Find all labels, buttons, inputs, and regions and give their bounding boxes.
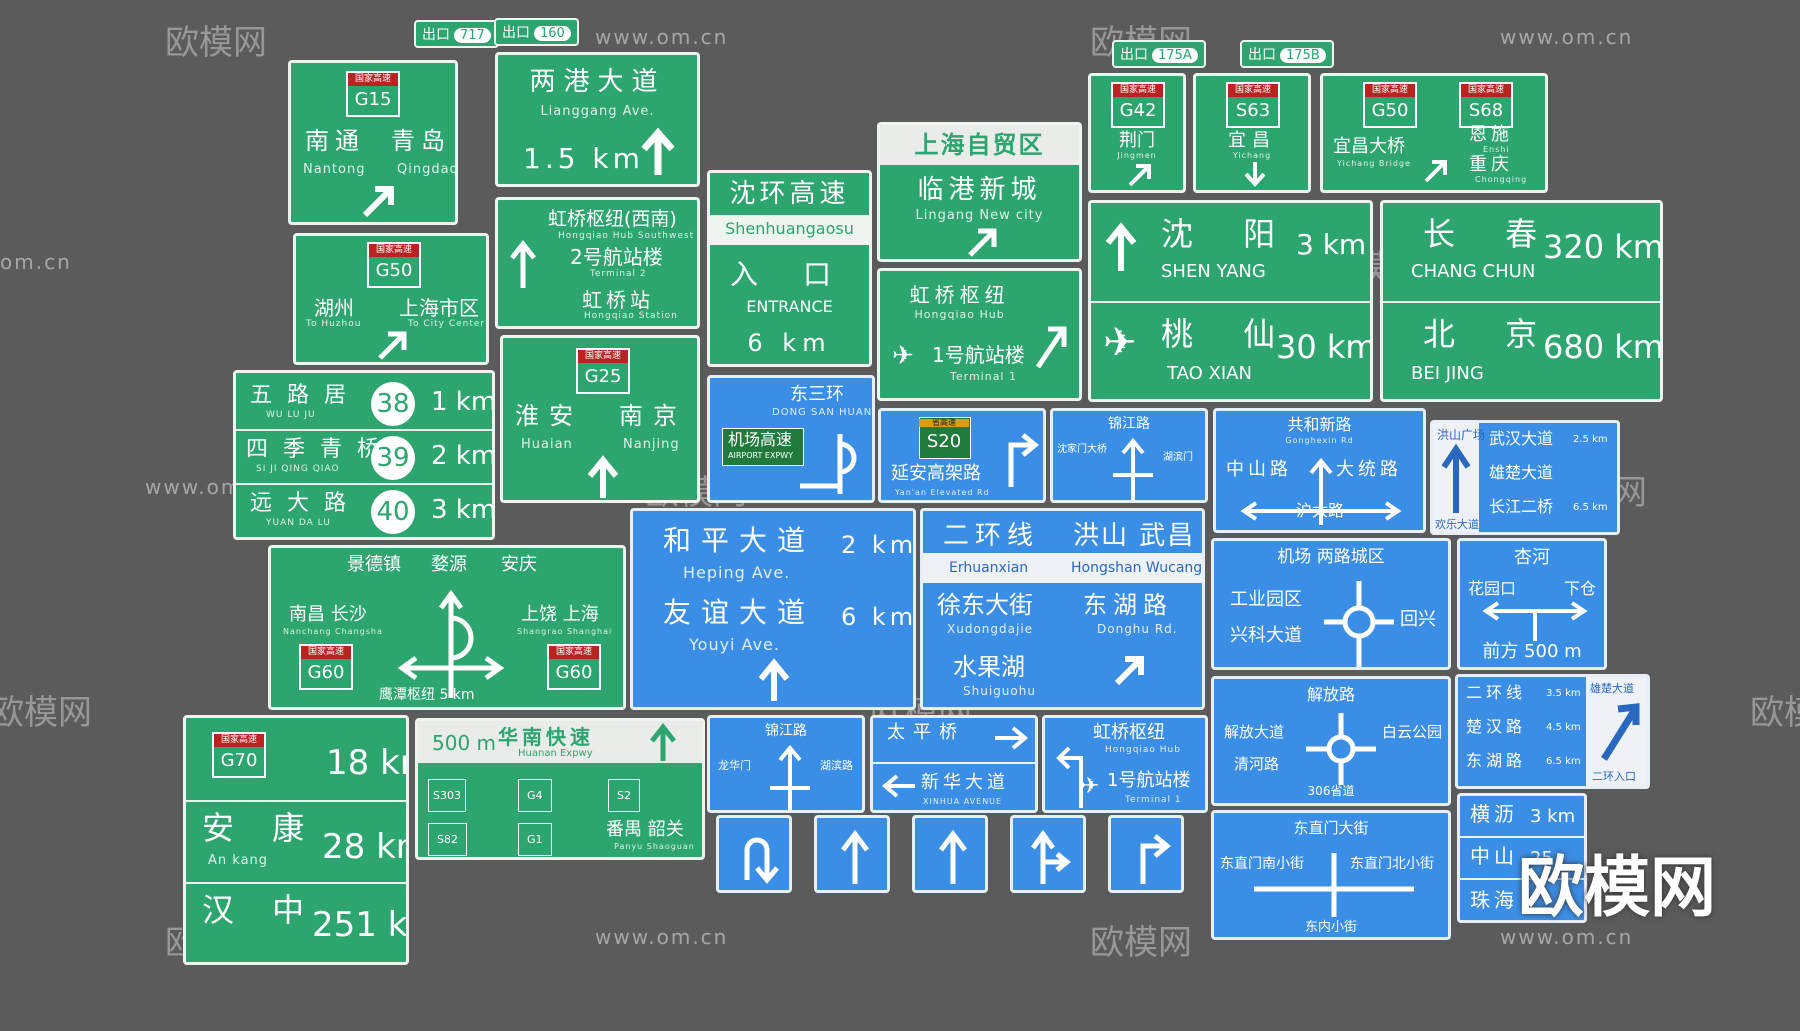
- arrow-up-right-icon: [1114, 656, 1144, 686]
- sign-hongqiao-hub-terminal1: 虹桥枢纽 Hongqiao Hub 1号航站楼 Terminal 1 ✈: [877, 268, 1082, 401]
- sign-erhuan-entrance-list: 二环线 3.5 km 楚汉路 4.5 km 东湖路 6.5 km 雄楚大道 二环…: [1455, 674, 1650, 789]
- watermark-logo: 欧模网: [1090, 923, 1192, 963]
- lane-sign-straight: [912, 815, 988, 893]
- t-junction-icon: [1254, 853, 1414, 917]
- watermark-big-logo: 欧模网: [1518, 849, 1716, 926]
- arrow-right-icon: [995, 726, 1029, 750]
- arrow-up-icon: [1105, 222, 1137, 271]
- interchange-arrow-icon: [800, 434, 857, 494]
- roundabout-icon: [1324, 581, 1394, 667]
- arrow-up-right-icon: [1128, 164, 1151, 187]
- sign-shenhuan-expressway-entrance: 沈环高速 Shenhuangaosu 入 口 ENTRANCE 6 km: [707, 170, 872, 367]
- arrow-up-right-icon: [1424, 160, 1447, 183]
- sign-jiefang-roundabout: 解放路 解放大道 清河路 白云公园 306省道: [1211, 676, 1451, 806]
- sign-gonghexin-road-diagram: 共和新路 Gonghexin Rd 中山路 大统路 沪太路: [1213, 408, 1426, 533]
- arrow-down-icon: [1244, 162, 1266, 187]
- sign-shanghai-ftz-lingang: 上海自贸区 临港新城 Lingang New city: [877, 122, 1082, 262]
- sign-changchun-beijing: 长 春 320 km CHANG CHUN 北 京 680 km BEI JIN…: [1380, 200, 1663, 402]
- arrow-up-right-icon: [378, 331, 407, 360]
- junction-arrow-icon: [770, 744, 810, 810]
- watermark-url: om.cn: [0, 250, 72, 274]
- watermark-logo: 欧模网: [0, 693, 92, 733]
- arrow-up-icon: [1441, 443, 1471, 513]
- junction-arrow-icon: [1113, 437, 1153, 500]
- watermark-logo: 欧模网: [165, 23, 267, 63]
- roundabout-icon: [1306, 713, 1376, 785]
- sign-huanan-expressway: 500 m 华南快速 Huanan Expwy S303 G4 S2 S82 G…: [415, 718, 705, 860]
- sign-dongzhimen-junction: 东直门大街 东直门南小街 东直门北小街 东内小街: [1211, 810, 1451, 940]
- arrow-up-right-icon: [362, 186, 394, 218]
- lane-sign-u-turn: [716, 815, 792, 893]
- arrow-up-icon: [641, 127, 675, 175]
- watermark-url: www.om.cn: [1500, 925, 1634, 949]
- sign-erhuan-hongshan-wuchang: 二环线 洪山 武昌 Erhuanxian Hongshan Wucang 徐东大…: [920, 508, 1205, 710]
- watermark-url: www.om.cn: [595, 25, 729, 49]
- sign-g60-yingtan-hub: 景德镇 婺源 安庆 南昌 长沙 Nanchang Changsha 上饶 上海 …: [268, 545, 626, 710]
- sign-shenyang-taoxian: 沈 阳 3 km SHEN YANG ✈ 桃 仙 30 km TAO XIAN: [1088, 200, 1373, 402]
- arrow-up-icon: [758, 658, 790, 701]
- sign-hongqiao-hub-southwest: 虹桥枢纽(西南) Hongqiao Hub Southwest 2号航站楼 Te…: [495, 197, 700, 329]
- u-turn-arrow-icon: [744, 837, 779, 884]
- lane-sign-straight-right: [1010, 815, 1086, 893]
- arrow-up-icon: [650, 722, 676, 761]
- sign-dongsanhuan-airport: 东三环 DONG SAN HUAN 机场高速 AIRPORT EXPWY: [707, 375, 875, 503]
- airplane-icon: ✈: [1081, 774, 1100, 799]
- sign-exit-list: 五 路 居 WU LU JU 38 1 km 四 季 青 桥 SI JI QIN…: [233, 370, 495, 540]
- airplane-icon: ✈: [1103, 320, 1137, 366]
- arrow-up-icon: [939, 829, 967, 884]
- cross-junction-arrow-icon: [1240, 457, 1402, 525]
- sign-lianggang-ave: 两港大道 Lianggang Ave. 1.5 km: [495, 52, 700, 187]
- arrow-up-right-icon: [1601, 703, 1640, 761]
- sign-hengli-zhongshan-zhuhai: 横沥 3 km 中山 25 珠海: [1457, 793, 1587, 923]
- sign-heping-youyi-ave: 和平大道 2 km Heping Ave. 友谊大道 6 km Youyi Av…: [630, 508, 916, 710]
- watermark-url: www.om.cn: [595, 925, 729, 949]
- arrow-up-left-icon: [1056, 746, 1083, 808]
- arrow-up-right-icon: [968, 228, 997, 257]
- watermark-logo: 欧模网: [1750, 693, 1800, 733]
- sign-hongqiao-hub-terminal1-blue: 虹桥枢纽 Hongqiao Hub 1号航站楼 Terminal 1 ✈: [1042, 715, 1208, 813]
- sign-airport-roundabout: 机场 两路城区 工业园区 兴科大道 回兴: [1211, 538, 1451, 670]
- lane-sign-straight: [814, 815, 890, 893]
- arrow-up-right-icon: [1035, 326, 1067, 369]
- arrow-up-icon: [587, 455, 619, 498]
- watermark-url: www.om.cn: [1500, 25, 1634, 49]
- arrow-left-icon: [881, 774, 915, 798]
- sign-jinjiang-road-diagram: 锦江路 沈家门大桥 湖滨门: [1050, 408, 1208, 503]
- sign-xinghe-t-junction: 杏河 花园口 下仓 前方 500 m: [1457, 538, 1607, 670]
- arrow-straight-right-icon: [1030, 829, 1072, 884]
- arrow-up-icon: [841, 829, 869, 884]
- sign-jinjiang-junction: 锦江路 龙华门 湖滨路: [707, 715, 865, 813]
- sign-taiping-bridge-xinhua: 太平桥 新华大道 XINHUA AVENUE: [870, 715, 1038, 813]
- airplane-icon: ✈: [892, 341, 914, 371]
- sign-s20-yanan-elevated: 省高速 S20 延安高架路 Yan'an Elevated Rd: [878, 408, 1046, 503]
- sign-hongshan-square: 洪山广场 欢乐大道 武汉大道 2.5 km 雄楚大道 长江二桥 6.5 km: [1430, 420, 1620, 535]
- arrow-right-turn-icon: [1140, 834, 1171, 884]
- lane-sign-right-turn: [1108, 815, 1184, 893]
- arrow-up-right-icon: [1008, 433, 1039, 487]
- interchange-arrow-icon: [397, 589, 505, 698]
- t-junction-arrow-icon: [1482, 601, 1588, 641]
- arrow-up-icon: [510, 239, 536, 288]
